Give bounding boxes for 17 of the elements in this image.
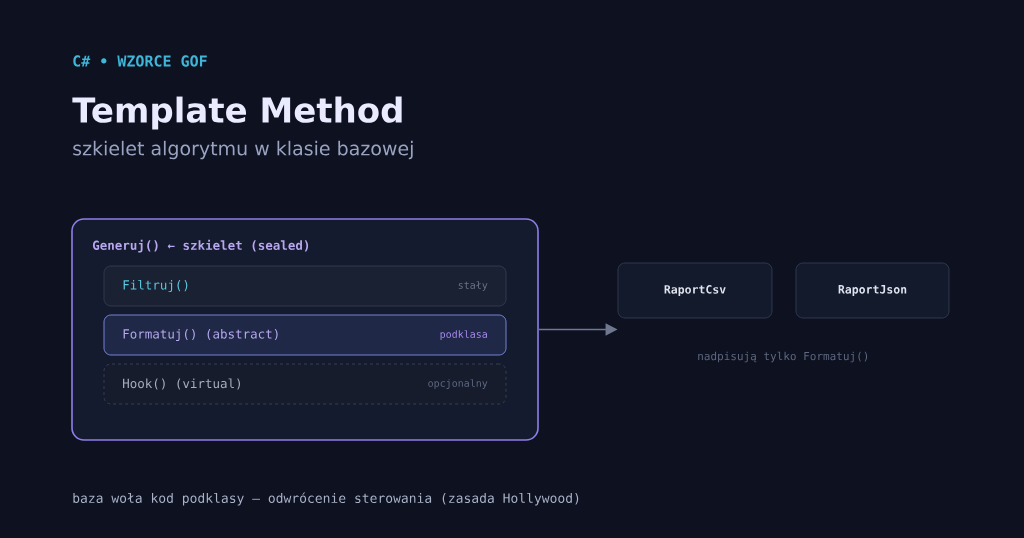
class-box: RaportJson [795, 262, 950, 319]
method-name: Formatuj() (abstract) [123, 328, 278, 342]
method-row [103, 265, 507, 307]
method-name: Filtruj() [123, 279, 188, 293]
role-label: podklasa [440, 330, 487, 340]
title: Template Method [72, 96, 402, 130]
subtitle: szkielet algorytmu w klasie bazowej [73, 140, 413, 160]
role-label: stały [458, 281, 488, 291]
footer-note: baza woła kod podklasy — odwrócenie sterowania (zasada Hollywood) [73, 492, 579, 506]
method-row [103, 363, 507, 405]
role-label: opcjonalny [428, 379, 488, 389]
class-box: RaportCsv [617, 262, 773, 319]
method-row [103, 314, 507, 356]
note-text: nadpisują tylko Formatuj() [698, 351, 868, 363]
class-heading: Generuj() ← szkielet (sealed) [92, 239, 309, 253]
method-name: Hook() (virtual) [123, 378, 240, 390]
header-text: C# • WZORCE GOF [73, 55, 207, 67]
